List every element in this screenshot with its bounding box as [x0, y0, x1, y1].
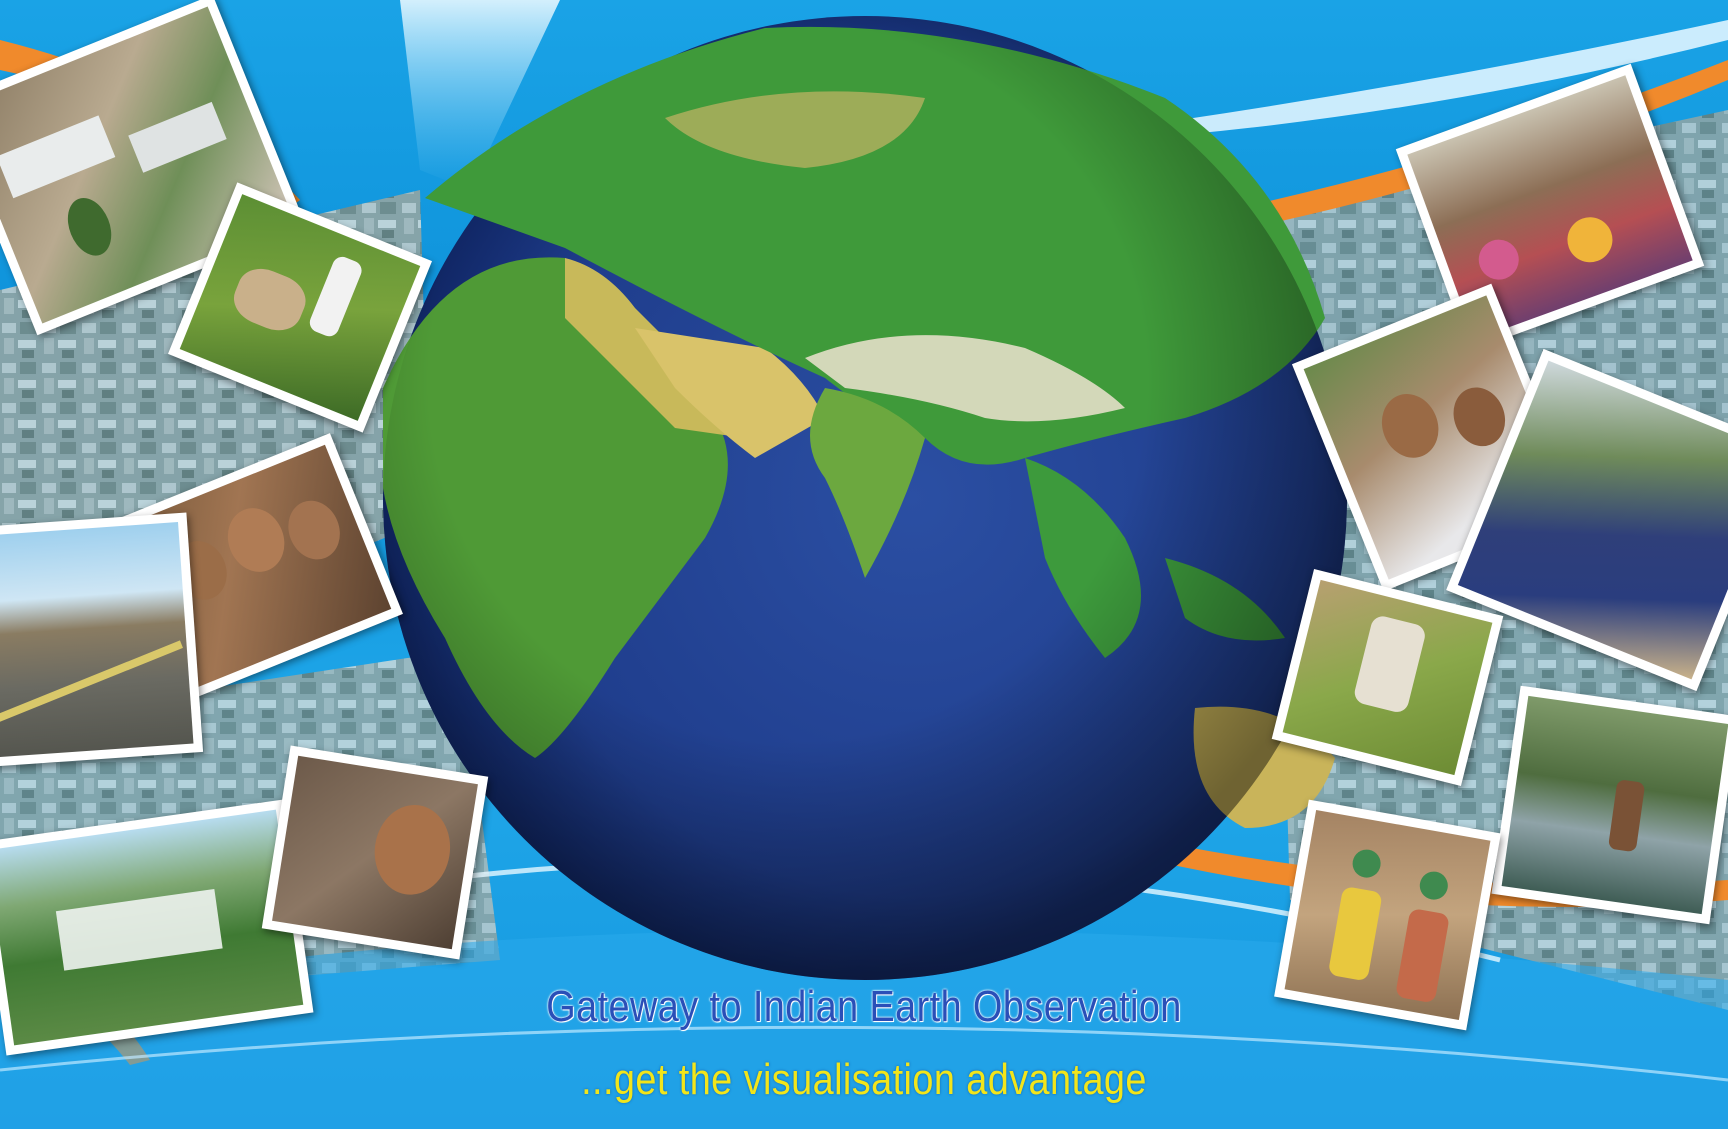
- photo-road: [0, 512, 204, 768]
- earth-globe: [383, 16, 1347, 980]
- headline: Gateway to Indian Earth Observation: [546, 982, 1182, 1031]
- tagline: ...get the visualisation advantage: [581, 1055, 1147, 1104]
- photo-girl-water: [261, 745, 489, 960]
- photo-fisherman: [1491, 685, 1728, 925]
